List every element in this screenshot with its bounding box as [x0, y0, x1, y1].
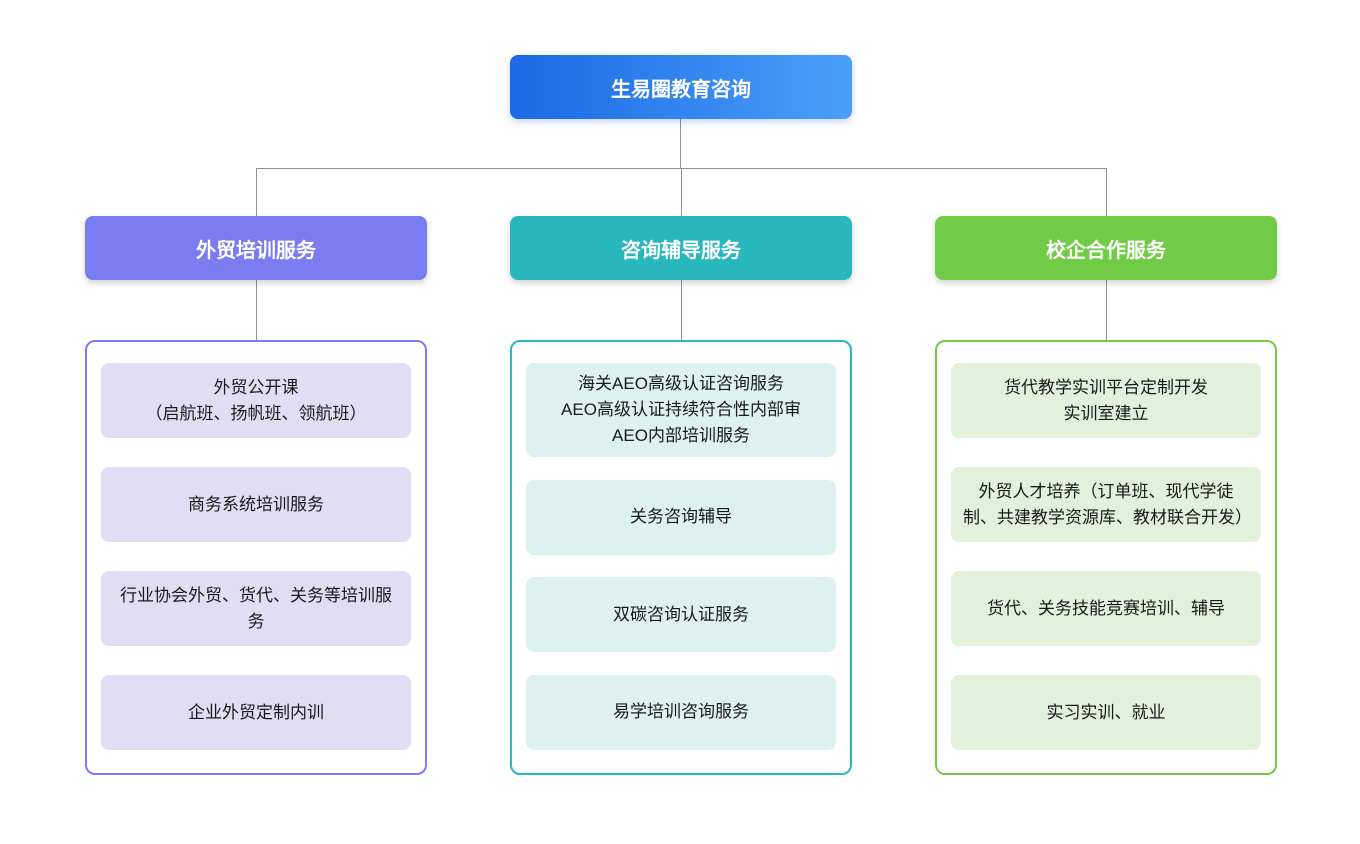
connector-branch2-to-container [681, 280, 682, 340]
branch-header-label: 外贸培训服务 [196, 239, 316, 262]
branch-header-label: 咨询辅导服务 [621, 239, 741, 262]
branch-header-consulting: 咨询辅导服务 [510, 216, 852, 280]
branch-container-school-enterprise: 货代教学实训平台定制开发 实训室建立 外贸人才培养（订单班、现代学徒制、共建教学… [935, 340, 1277, 775]
connector-root-vertical [680, 119, 681, 168]
leaf-node: 行业协会外贸、货代、关务等培训服务 [101, 571, 411, 646]
branch-header-trade-training: 外贸培训服务 [85, 216, 427, 280]
leaf-node: 货代、关务技能竞赛培训、辅导 [951, 571, 1261, 646]
root-node-label: 生易圈教育咨询 [611, 78, 751, 101]
connector-branch3-drop [1106, 168, 1107, 216]
root-node: 生易圈教育咨询 [510, 55, 852, 119]
leaf-node: 企业外贸定制内训 [101, 675, 411, 750]
leaf-node: 双碳咨询认证服务 [526, 577, 836, 653]
leaf-node: 易学培训咨询服务 [526, 674, 836, 750]
leaf-node: 关务咨询辅导 [526, 479, 836, 555]
leaf-node: 外贸公开课 （启航班、扬帆班、领航班） [101, 363, 411, 438]
connector-branch2-drop [681, 168, 682, 216]
branch-container-trade-training: 外贸公开课 （启航班、扬帆班、领航班） 商务系统培训服务 行业协会外贸、货代、关… [85, 340, 427, 775]
leaf-node: 商务系统培训服务 [101, 467, 411, 542]
connector-branch3-to-container [1106, 280, 1107, 340]
branch-header-school-enterprise: 校企合作服务 [935, 216, 1277, 280]
connector-branch1-to-container [256, 280, 257, 340]
leaf-node: 实习实训、就业 [951, 675, 1261, 750]
branch-header-label: 校企合作服务 [1046, 239, 1166, 262]
connector-branch1-drop [256, 168, 257, 216]
leaf-node: 外贸人才培养（订单班、现代学徒制、共建教学资源库、教材联合开发） [951, 467, 1261, 542]
leaf-node: 货代教学实训平台定制开发 实训室建立 [951, 363, 1261, 438]
branch-container-consulting: 海关AEO高级认证咨询服务 AEO高级认证持续符合性内部审 AEO内部培训服务 … [510, 340, 852, 775]
leaf-node: 海关AEO高级认证咨询服务 AEO高级认证持续符合性内部审 AEO内部培训服务 [526, 363, 836, 457]
